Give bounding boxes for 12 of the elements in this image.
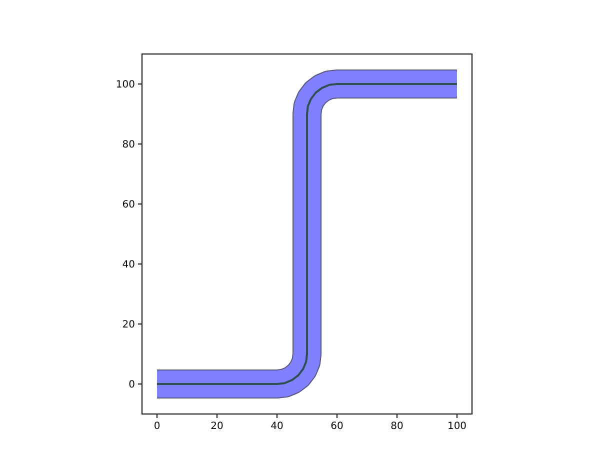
tick-label: 80: [122, 140, 135, 150]
tick-label: 60: [122, 200, 135, 210]
tick-label: 40: [122, 260, 135, 270]
tick-label: 40: [270, 421, 284, 432]
tick-label: 0: [128, 380, 135, 390]
tick-label: 0: [154, 421, 160, 432]
tick-label: 80: [390, 421, 404, 432]
tick-label: 100: [116, 80, 135, 90]
tick-label: 60: [330, 421, 344, 432]
tick-label: 20: [122, 320, 135, 330]
tick-label: 20: [210, 421, 224, 432]
tick-label: 100: [447, 421, 467, 432]
